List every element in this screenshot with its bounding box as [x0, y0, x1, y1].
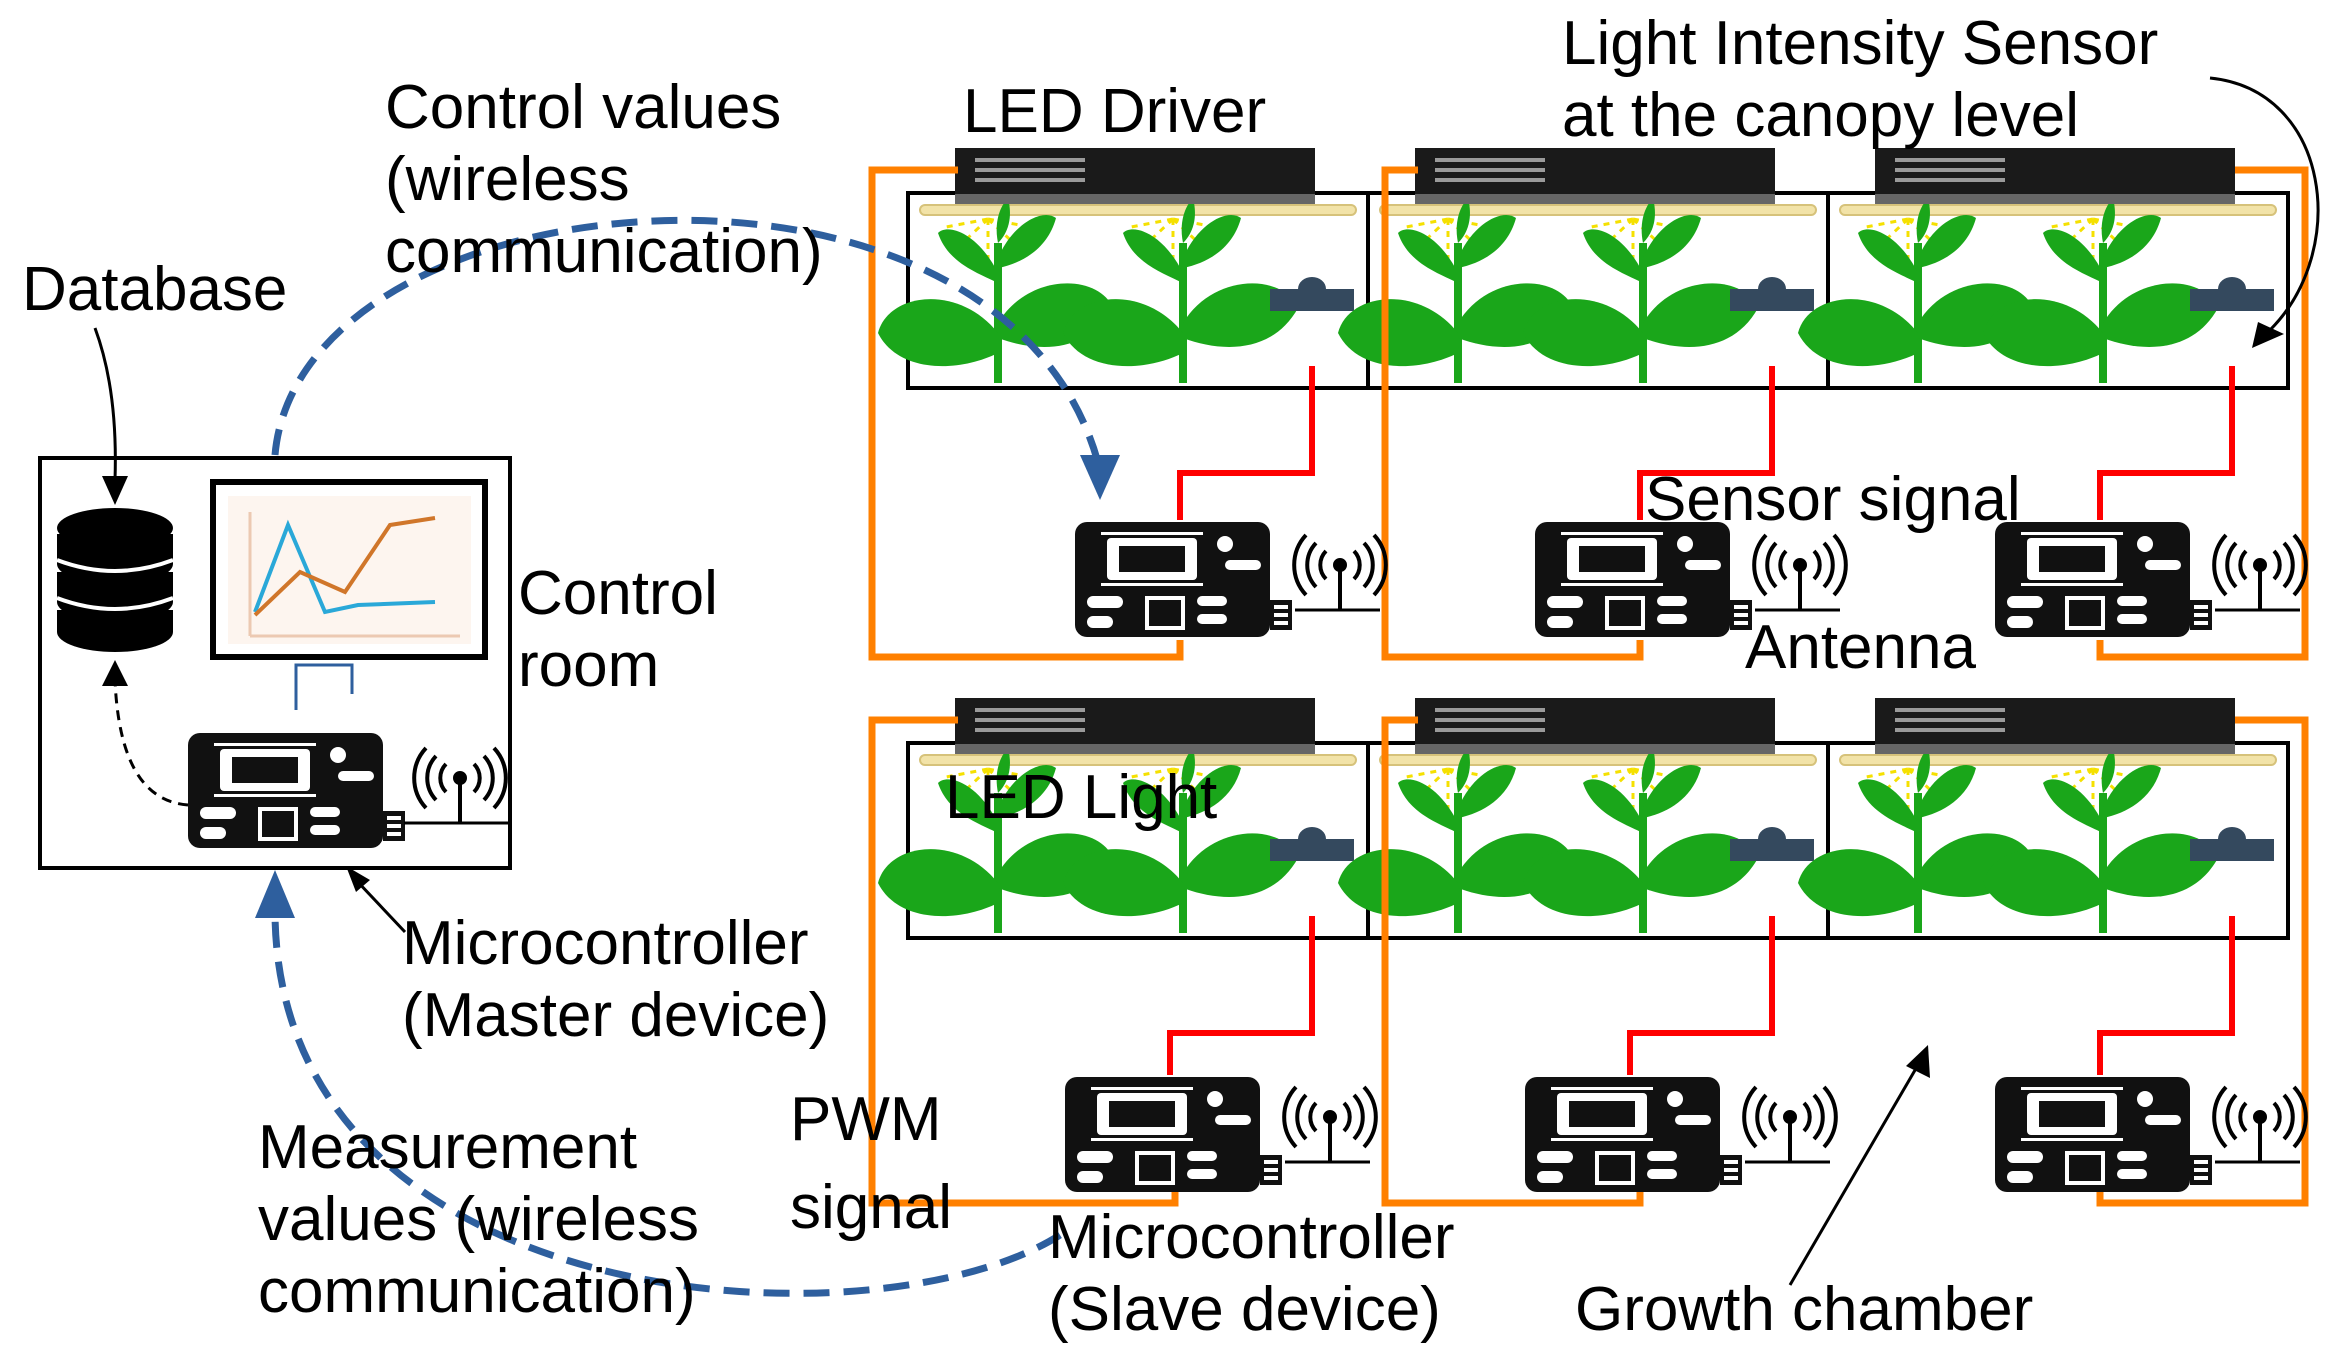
- measurement-label-line3: communication): [258, 1257, 696, 1326]
- growth-chamber-label: Growth chamber: [1575, 1275, 2033, 1344]
- monitor-chart-icon: [210, 479, 488, 660]
- control-room-label-line1: Control: [518, 559, 718, 628]
- slave-label-line1: Microcontroller: [1048, 1203, 1455, 1272]
- antenna-icon: [1282, 533, 2308, 1164]
- light-sensor-pointer-arrow: [2209, 76, 2320, 348]
- monitor-cable: [294, 663, 354, 710]
- control-values-arrow: [271, 216, 1120, 500]
- measurement-values-arrow: [255, 870, 1062, 1297]
- pwm-label-line1: PWM: [790, 1085, 942, 1154]
- antenna-label: Antenna: [1745, 613, 1977, 682]
- measurement-label-line2: values (wireless: [258, 1185, 699, 1254]
- growth-chamber-row-top: [878, 193, 2288, 388]
- master-to-database-arrow: [102, 660, 189, 807]
- led-driver-label: LED Driver: [963, 77, 1266, 146]
- light-sensor-label-line1: Light Intensity Sensor: [1562, 9, 2158, 78]
- master-antenna-icon: [404, 746, 510, 825]
- control-values-label-line3: communication): [385, 217, 823, 286]
- light-sensor-label-line2: at the canopy level: [1562, 81, 2079, 150]
- pwm-label-line2: signal: [790, 1173, 952, 1242]
- pwm-wires: [868, 166, 2309, 1207]
- growth-chamber-pointer-arrow: [1788, 1045, 1930, 1286]
- master-microcontroller-icon: [188, 733, 405, 848]
- sensor-signal-label: Sensor signal: [1645, 465, 2021, 534]
- led-light-label: LED Light: [945, 763, 1217, 832]
- database-label: Database: [22, 255, 287, 324]
- database-icon: [56, 508, 174, 652]
- slave-label-line2: (Slave device): [1048, 1275, 1441, 1344]
- master-label-line1: Microcontroller: [402, 909, 809, 978]
- control-room-box: [38, 456, 512, 870]
- control-room-label-line2: room: [518, 631, 659, 700]
- control-values-label-line1: Control values: [385, 73, 781, 142]
- master-label-line2: (Master device): [402, 981, 829, 1050]
- database-arrow: [93, 327, 128, 505]
- master-pointer-arrow: [346, 866, 407, 934]
- control-values-label-line2: (wireless: [385, 145, 630, 214]
- sensor-signal-wires: [1167, 366, 2235, 1075]
- measurement-label-line1: Measurement: [258, 1113, 637, 1182]
